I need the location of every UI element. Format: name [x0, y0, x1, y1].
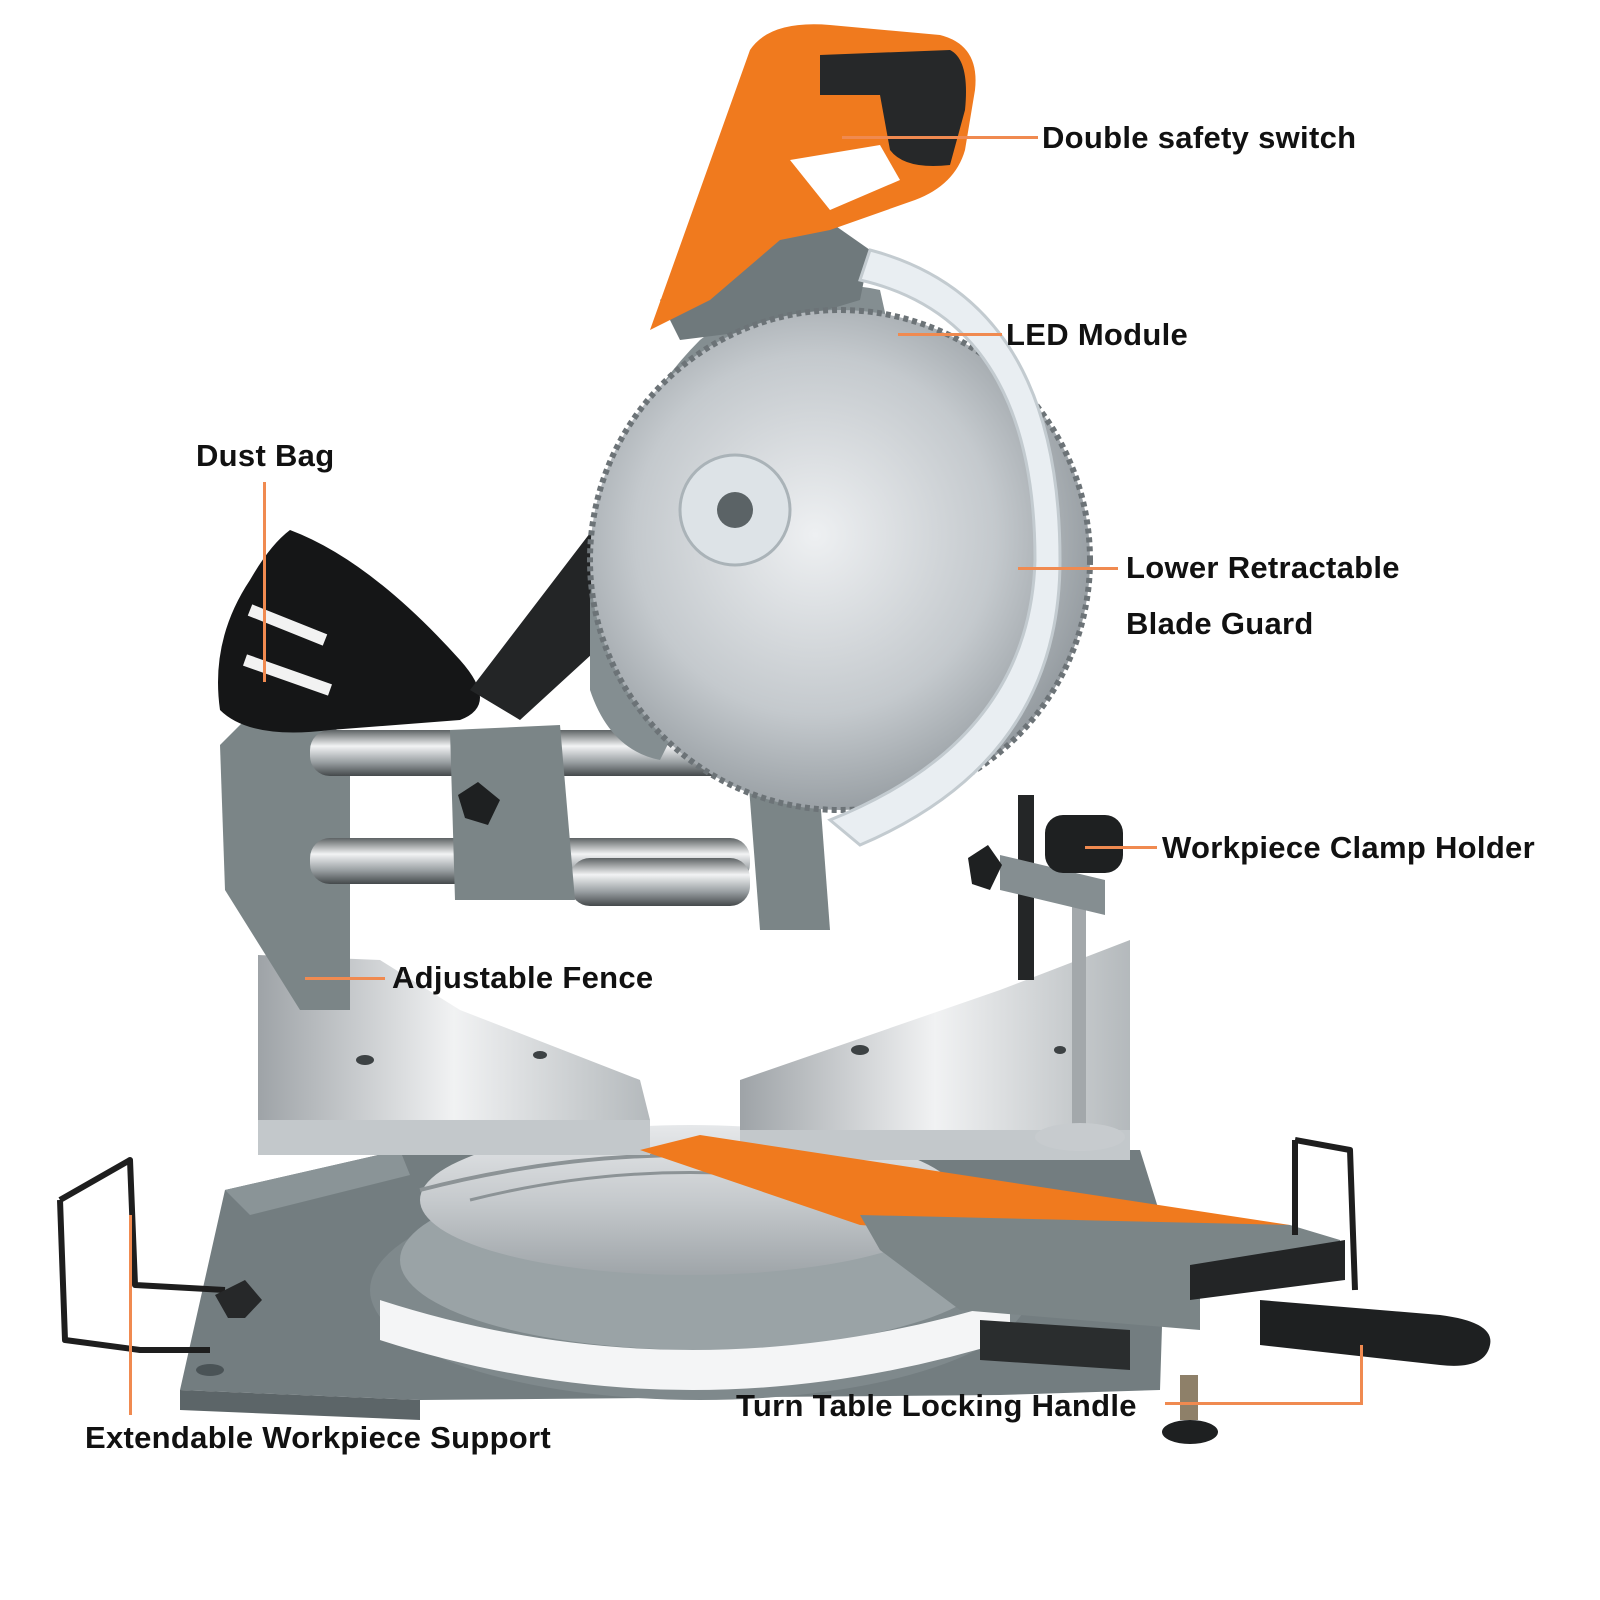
saw-blade-shape — [590, 310, 1090, 810]
leader-dust-bag — [263, 482, 266, 682]
label-lower-retractable-blade-guard: Lower Retractable Blade Guard — [1126, 540, 1400, 652]
label-lower-blade-guard-line2: Blade Guard — [1126, 606, 1314, 641]
label-led-module: LED Module — [1006, 317, 1189, 352]
clamp-holder-shape — [968, 795, 1125, 1151]
leader-extendable-support — [129, 1215, 132, 1415]
locking-handle-shape — [1260, 1300, 1491, 1366]
label-adjustable-fence: Adjustable Fence — [392, 960, 654, 995]
leader-lower-blade-guard — [1018, 567, 1118, 570]
blade-guard-shape — [827, 248, 1062, 847]
leader-led-module — [898, 333, 1002, 336]
leader-workpiece-clamp-holder — [1085, 846, 1157, 849]
label-lower-blade-guard-line1: Lower Retractable — [1126, 550, 1400, 585]
label-workpiece-clamp-holder: Workpiece Clamp Holder — [1162, 830, 1535, 865]
leader-double-safety-switch — [842, 136, 1038, 139]
label-dust-bag: Dust Bag — [196, 438, 335, 473]
label-turn-table-locking-handle: Turn Table Locking Handle — [736, 1388, 1137, 1423]
leader-turn-table-handle-h — [1165, 1402, 1363, 1405]
label-double-safety-switch: Double safety switch — [1042, 120, 1357, 155]
label-extendable-workpiece-support: Extendable Workpiece Support — [85, 1420, 552, 1455]
saw-head — [470, 215, 1093, 847]
dust-bag-shape — [218, 530, 480, 733]
turntable-arm — [640, 1135, 1491, 1444]
leader-adjustable-fence — [305, 977, 385, 980]
leader-turn-table-handle-v — [1360, 1345, 1363, 1403]
fence-plates — [258, 940, 1130, 1160]
support-wires — [57, 1137, 1358, 1353]
